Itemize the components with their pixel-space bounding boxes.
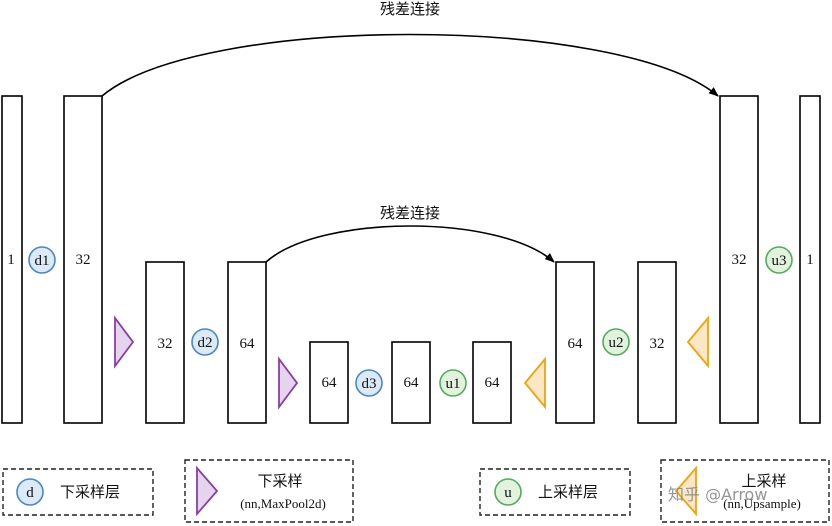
enc2-output-label: 64 xyxy=(240,336,256,352)
legend-downsample-sub: (nn,MaxPool2d) xyxy=(240,496,326,511)
dec3-input-block xyxy=(719,95,759,424)
enc2-output-block xyxy=(227,261,267,424)
outer-skip-connection-label: 残差连接 xyxy=(380,0,440,18)
down-layer-d2-label: d2 xyxy=(198,335,213,351)
legend-down-layer-label: 下采样层 xyxy=(60,483,120,501)
down-layer-d1-label: d1 xyxy=(35,253,50,269)
dec2-output-label: 32 xyxy=(650,336,665,352)
enc3-input-label: 64 xyxy=(322,375,338,391)
enc3-output-block xyxy=(391,341,431,424)
legend-upsample-sub: (nn,Upsample) xyxy=(723,496,801,511)
inner-skip-connection-label: 残差连接 xyxy=(380,204,440,222)
enc1-output-label: 32 xyxy=(76,252,91,268)
dec3-input-label: 32 xyxy=(732,252,747,268)
down-layer-d3-label: d3 xyxy=(362,376,377,392)
enc3-output-label: 64 xyxy=(404,375,420,391)
upsample-triangle-1 xyxy=(523,356,546,410)
downsample-triangle-1 xyxy=(114,315,135,369)
inner-skip-connection-arrow xyxy=(265,225,555,263)
up-layer-u3-label: u3 xyxy=(772,253,787,269)
up-layer-u2 xyxy=(602,328,630,356)
dec1-output-block xyxy=(472,341,512,424)
legend-up-layer-circle xyxy=(494,478,522,506)
dec1-output-label: 64 xyxy=(485,375,501,391)
dec2-input-label: 64 xyxy=(568,336,584,352)
down-layer-d3 xyxy=(355,369,383,397)
legend-down-layer-symbol: d xyxy=(26,485,34,501)
legend-downsample: 下采样 (nn,MaxPool2d) xyxy=(184,459,354,523)
upsample-triangle-2 xyxy=(686,315,709,369)
legend-upsample-label: 上采样 xyxy=(741,472,786,490)
dec3-output-block xyxy=(799,95,821,424)
legend-up-layer-symbol: u xyxy=(504,485,512,501)
legend-upsample-triangle xyxy=(674,465,697,517)
legend-upsample: 上采样 (nn,Upsample) xyxy=(660,459,830,523)
legend-up-layer-label: 上采样层 xyxy=(538,483,598,501)
outer-skip-connection-arrow xyxy=(101,33,719,97)
up-layer-u1 xyxy=(439,369,467,397)
downsample-triangle-2 xyxy=(278,356,299,410)
legend-down-layer-circle xyxy=(16,478,44,506)
legend-downsample-label: 下采样 xyxy=(257,472,302,490)
dec3-output-label: 1 xyxy=(806,252,814,268)
enc3-input-block xyxy=(309,341,349,424)
dec2-input-block xyxy=(555,261,595,424)
down-layer-d2 xyxy=(191,328,219,356)
up-layer-u2-label: u2 xyxy=(609,335,624,351)
watermark: 知乎 @Arrow xyxy=(668,485,767,504)
dec2-output-block xyxy=(637,261,677,424)
legend-up-layer: u 上采样层 xyxy=(479,468,631,516)
enc2-input-label: 32 xyxy=(158,336,173,352)
enc1-input-block xyxy=(1,95,23,424)
enc1-output-block xyxy=(63,95,103,424)
up-layer-u3 xyxy=(765,246,793,274)
legend-downsample-triangle xyxy=(196,465,219,517)
enc2-input-block xyxy=(145,261,185,424)
legend-down-layer: d 下采样层 xyxy=(2,468,154,516)
enc1-input-label: 1 xyxy=(7,252,15,268)
down-layer-d1 xyxy=(28,246,56,274)
up-layer-u1-label: u1 xyxy=(446,376,461,392)
